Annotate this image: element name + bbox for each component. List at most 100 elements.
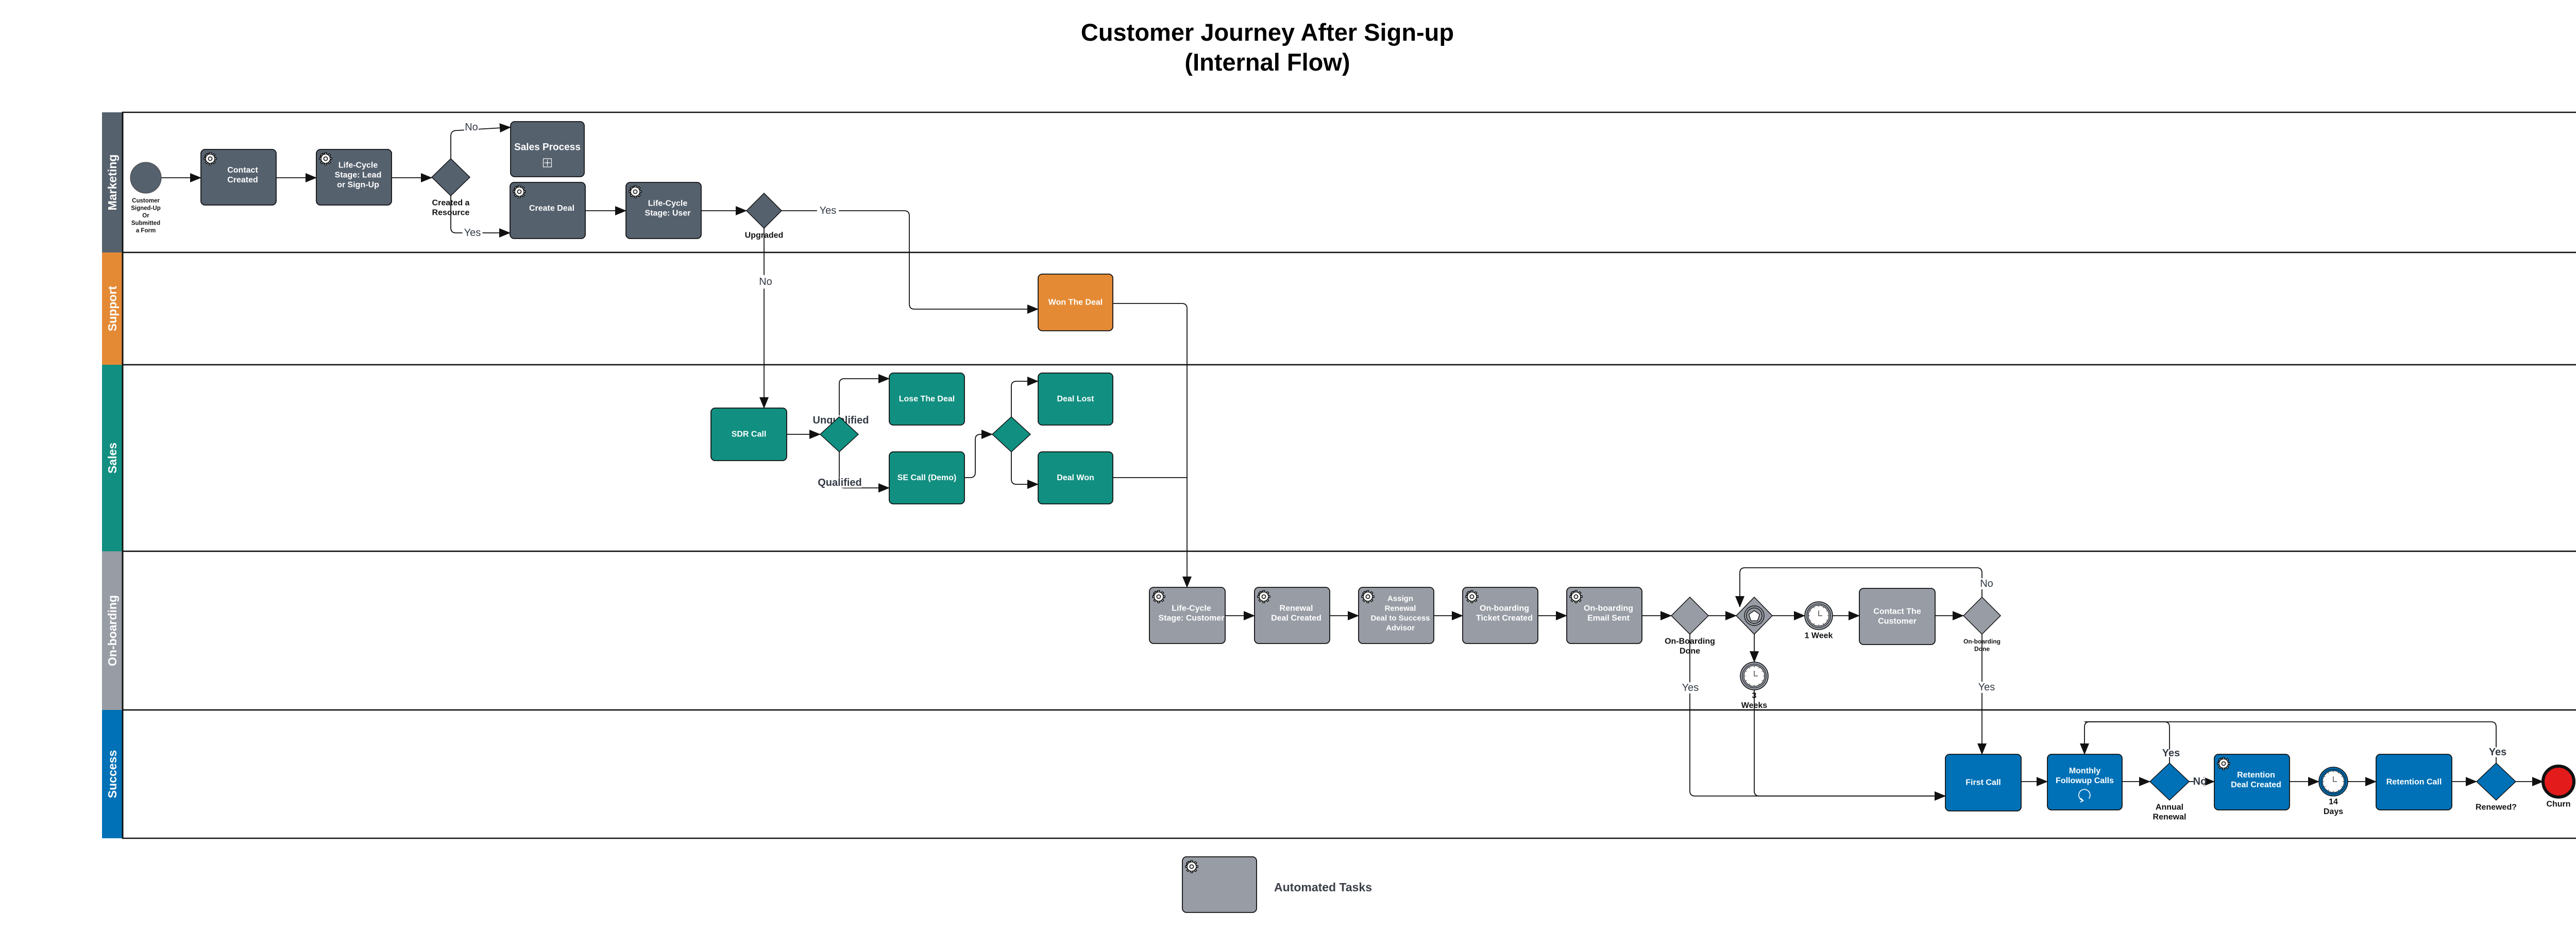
node-churn[interactable]: Churn <box>2541 765 2575 809</box>
edge-onboarding-done-2-to-event-gw[interactable]: No <box>1735 567 1993 607</box>
task-box[interactable] <box>1149 587 1226 644</box>
subprocess-box[interactable] <box>510 121 585 177</box>
node-sdr-call[interactable]: SDR Call <box>710 408 787 461</box>
sequence-flow[interactable] <box>2084 721 2497 763</box>
node-upgraded[interactable]: Upgraded <box>745 192 784 240</box>
task-box[interactable] <box>889 451 965 504</box>
task-box[interactable] <box>200 149 277 206</box>
task-box[interactable] <box>1566 587 1642 644</box>
edge-renewed-to-monthly-followup[interactable]: Yes <box>2084 721 2506 763</box>
edge-upgraded-to-sdr-call[interactable]: No <box>757 228 774 409</box>
node-deal-gw[interactable] <box>991 416 1031 453</box>
edge-label: Yes <box>1978 682 1995 693</box>
gear-icon <box>513 185 526 198</box>
task-box[interactable] <box>889 373 965 426</box>
sequence-flow[interactable] <box>1735 567 1982 607</box>
node-create-deal[interactable]: Create Deal <box>510 182 586 239</box>
edge-deal-gw-to-deal-lost[interactable] <box>1011 377 1039 417</box>
node-sales-process[interactable]: Sales Process <box>510 121 585 177</box>
start-event-circle[interactable] <box>130 162 162 194</box>
edge-se-call-to-deal-gw[interactable] <box>964 430 993 478</box>
node-se-call[interactable]: SE Call (Demo) <box>889 451 965 504</box>
task-box[interactable] <box>1859 588 1936 645</box>
edge-created-resource-to-create-deal[interactable]: Yes <box>450 196 511 239</box>
gateway-diamond[interactable] <box>2149 762 2190 801</box>
edge-upgraded-to-won-the-deal[interactable]: Yes <box>782 204 1039 314</box>
gateway-diamond[interactable] <box>819 416 859 453</box>
task-box[interactable] <box>316 149 392 206</box>
sequence-flow[interactable] <box>1011 452 1039 489</box>
sequence-flow[interactable] <box>1113 303 1192 588</box>
label-line: Or <box>142 213 149 219</box>
task-box[interactable] <box>1462 587 1538 644</box>
gateway-diamond[interactable] <box>431 158 471 197</box>
node-event-gw[interactable] <box>1735 596 1773 635</box>
task-box[interactable] <box>2047 754 2123 810</box>
task-box[interactable] <box>510 182 586 239</box>
edge-annual-renewal-to-retention-deal[interactable]: No <box>2189 776 2215 787</box>
sequence-flow[interactable] <box>964 430 993 478</box>
node-first-call[interactable]: First Call <box>1945 754 2022 811</box>
task-box[interactable] <box>710 408 787 461</box>
node-won-the-deal[interactable]: Won The Deal <box>1038 274 1113 331</box>
task-box[interactable] <box>1038 373 1113 426</box>
task-box[interactable] <box>1358 587 1434 644</box>
gateway-diamond[interactable] <box>991 416 1031 453</box>
task-box[interactable] <box>1038 451 1113 504</box>
sequence-flow[interactable] <box>450 196 511 238</box>
node-deal-won[interactable]: Deal Won <box>1038 451 1113 504</box>
node-qualified-gw[interactable] <box>819 416 859 453</box>
gateway-diamond[interactable] <box>1962 596 2002 635</box>
end-event-circle[interactable] <box>2541 765 2575 799</box>
task-box[interactable] <box>1038 274 1113 331</box>
sequence-flow[interactable] <box>839 374 890 417</box>
task-box[interactable] <box>1254 587 1330 644</box>
edge-onboarding-done-2-to-first-call[interactable]: Yes <box>1977 634 1996 755</box>
gateway-diamond[interactable] <box>2476 762 2517 801</box>
node-timer-1-week[interactable]: 1 Week <box>1804 601 1833 640</box>
label-line: Sales Process <box>514 142 581 153</box>
node-retention-call[interactable]: Retention Call <box>2376 754 2452 810</box>
edge-qualified-gw-to-se-call[interactable]: Qualified <box>818 452 890 493</box>
node-renewed[interactable]: Renewed? <box>2476 762 2517 812</box>
expand-icon[interactable] <box>543 158 552 167</box>
node-lose-the-deal[interactable]: Lose The Deal <box>889 373 965 426</box>
sequence-flow[interactable] <box>450 123 511 159</box>
sequence-flow[interactable] <box>1011 377 1039 417</box>
sequence-flow[interactable] <box>1689 634 1946 801</box>
task-box[interactable] <box>1945 754 2022 811</box>
task-box[interactable] <box>625 182 702 239</box>
edge-timer-3-weeks-to-first-call[interactable] <box>1754 690 1946 801</box>
node-deal-lost[interactable]: Deal Lost <box>1038 373 1113 426</box>
task-box[interactable] <box>2376 754 2452 810</box>
gateway-diamond[interactable] <box>745 192 783 229</box>
task-box[interactable] <box>2214 754 2290 810</box>
sequence-flow[interactable] <box>782 210 1039 314</box>
edge-won-the-deal-to-lifecycle-customer[interactable] <box>1113 303 1192 588</box>
sequence-flow[interactable] <box>1754 690 1946 801</box>
edge-created-resource-to-sales-process[interactable]: No <box>450 121 511 159</box>
edge-onboarding-done-1-to-first-call[interactable]: Yes <box>1681 634 1946 801</box>
label-line: Lose The Deal <box>899 395 955 403</box>
gateway-diamond[interactable] <box>1670 596 1709 635</box>
edge-deal-gw-to-deal-won[interactable] <box>1011 452 1039 489</box>
